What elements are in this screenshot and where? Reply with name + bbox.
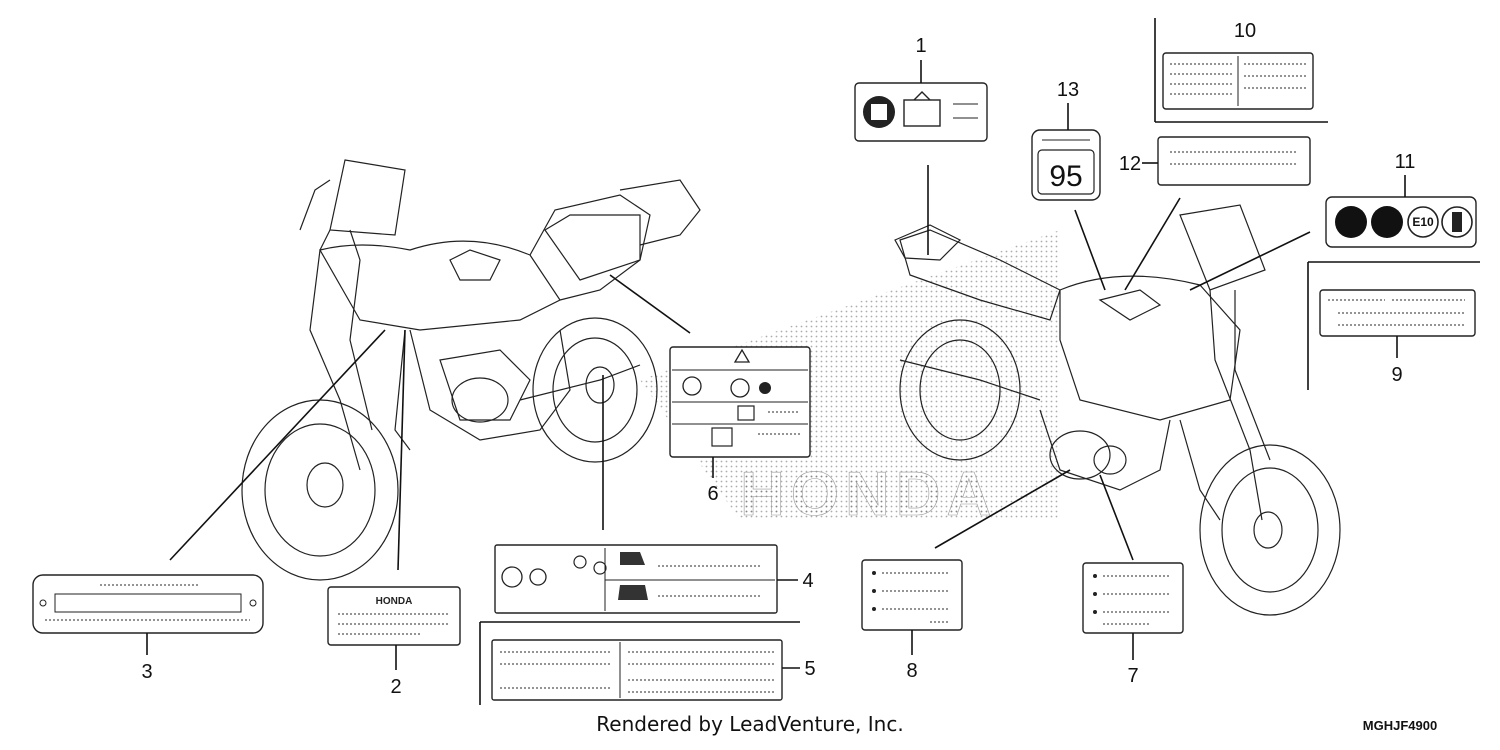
label-3-plate bbox=[32, 574, 264, 634]
callout-1: 1 bbox=[915, 35, 926, 57]
callout-12: 12 bbox=[1119, 153, 1141, 175]
motorcycle-left-view bbox=[241, 159, 701, 581]
label-2-plate: HONDA bbox=[327, 586, 461, 646]
label-10-plate bbox=[1162, 52, 1314, 110]
label-7-plate bbox=[1082, 562, 1184, 634]
callout-5: 5 bbox=[804, 658, 815, 680]
callout-13: 13 bbox=[1057, 79, 1079, 101]
label-12-plate bbox=[1157, 136, 1311, 186]
label-4-plate bbox=[494, 544, 778, 614]
label-5-plate bbox=[491, 639, 783, 701]
honda-watermark: HONDA bbox=[740, 460, 997, 529]
callout-9: 9 bbox=[1391, 364, 1402, 386]
callout-2: 2 bbox=[390, 676, 401, 698]
callout-7: 7 bbox=[1127, 665, 1138, 687]
callout-4: 4 bbox=[802, 570, 813, 592]
callout-3: 3 bbox=[141, 661, 152, 683]
label-9-plate bbox=[1319, 289, 1476, 337]
fuel-octane-text: 95 bbox=[1049, 160, 1082, 193]
label-13-fuel-plate: 95 bbox=[1031, 129, 1101, 201]
label-11-plate: E10 bbox=[1325, 196, 1477, 248]
footer-credit: Rendered by LeadVenture, Inc. bbox=[596, 712, 903, 736]
label-1-plate bbox=[854, 82, 988, 142]
callout-10: 10 bbox=[1234, 20, 1256, 42]
callout-8: 8 bbox=[906, 660, 917, 682]
callout-11: 11 bbox=[1395, 151, 1416, 173]
fuel-ethanol-text: E10 bbox=[1412, 215, 1434, 229]
motorcycle-right-view bbox=[894, 204, 1341, 616]
diagram-code: MGHJF4900 bbox=[1363, 718, 1437, 733]
label-8-plate bbox=[861, 559, 963, 631]
label-6-plate bbox=[669, 346, 811, 458]
honda-brand-text: HONDA bbox=[376, 596, 413, 607]
callout-6: 6 bbox=[707, 483, 718, 505]
